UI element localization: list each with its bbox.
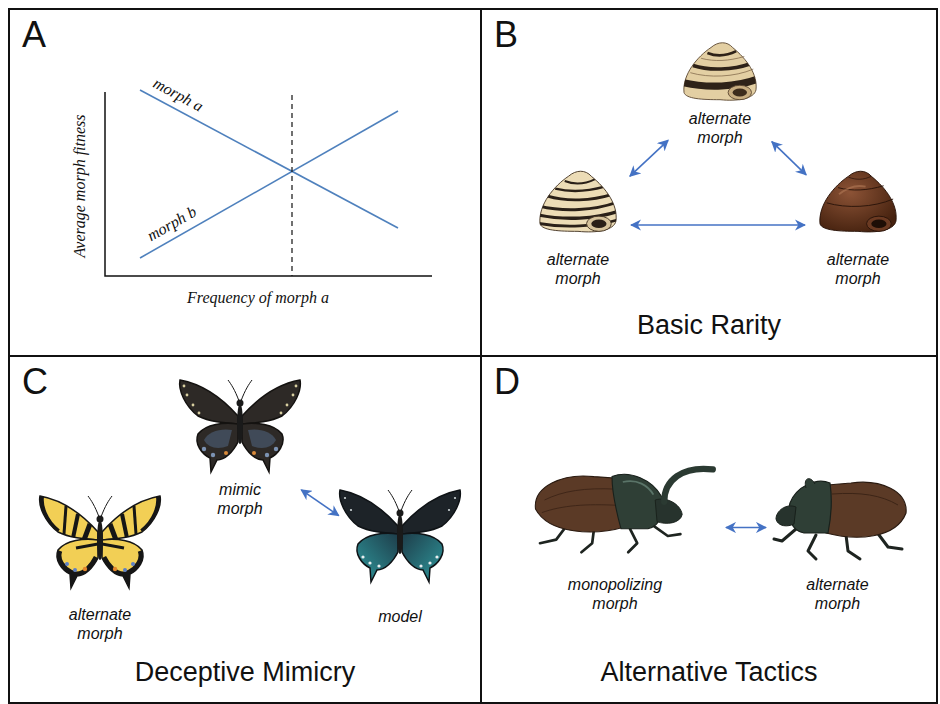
organism-figure: alternate morph bbox=[529, 160, 627, 290]
beetle-part-part bbox=[628, 529, 637, 552]
panel-box: D Alternative Tactics monopolizing morph al… bbox=[480, 355, 938, 704]
panel-box: B Basic Rarity alternate morph alternate mo… bbox=[480, 8, 938, 357]
double-arrow bbox=[726, 527, 766, 529]
organism-label: mimic morph bbox=[200, 480, 280, 518]
butterfly bbox=[180, 380, 301, 472]
snail-shell-part-part bbox=[535, 210, 621, 218]
organism-figure: model bbox=[342, 488, 458, 628]
snail-shell bbox=[535, 171, 621, 232]
organism-figure: alternate morph bbox=[809, 160, 907, 290]
snail-shell-part bbox=[591, 219, 606, 228]
organism-figure: monopolizing morph bbox=[508, 440, 722, 615]
snail-shell-part bbox=[871, 219, 886, 228]
beetle bbox=[535, 469, 712, 552]
organism-label: alternate morph bbox=[675, 109, 765, 147]
butterfly-part bbox=[88, 496, 112, 560]
beetle-part bbox=[776, 506, 796, 526]
beetle-part-part bbox=[653, 525, 681, 536]
organism-label: model bbox=[355, 607, 445, 626]
snail-shell-part bbox=[701, 57, 744, 61]
snail-shell-part-part bbox=[548, 194, 613, 200]
panel-letter: D bbox=[494, 361, 520, 402]
butterfly-part bbox=[402, 490, 460, 582]
line-label: morph b bbox=[144, 203, 200, 246]
equilibrium-line bbox=[291, 95, 292, 276]
beetle-part bbox=[542, 505, 619, 513]
beetle-part bbox=[805, 479, 815, 488]
butterfly-part bbox=[180, 380, 238, 472]
double-arrow bbox=[772, 142, 806, 175]
graph-axes bbox=[105, 92, 432, 276]
panel-title: Alternative Tactics bbox=[482, 656, 936, 688]
snail-shell-part bbox=[867, 216, 892, 231]
organism-figure: alternate morph bbox=[671, 34, 769, 149]
snail-shell-part-part bbox=[555, 187, 604, 191]
snail-shell-part bbox=[587, 216, 612, 231]
snail-shell-part-part bbox=[707, 51, 736, 55]
organism-label: alternate morph bbox=[813, 250, 903, 288]
panel-letter: B bbox=[494, 14, 518, 55]
panel-box: A bbox=[8, 8, 482, 357]
organism-label: alternate morph bbox=[533, 250, 623, 288]
snail-shell-part bbox=[684, 43, 756, 100]
butterfly-part bbox=[242, 380, 300, 472]
double-arrow bbox=[630, 140, 668, 176]
axis-title: Average morph fitness bbox=[71, 114, 89, 257]
organism-label: alternate morph bbox=[793, 575, 883, 613]
snail-shell bbox=[820, 171, 896, 232]
organism-figure: alternate morph bbox=[40, 490, 160, 645]
snail-shell-part bbox=[728, 85, 751, 99]
snail-shell-part-part bbox=[680, 78, 761, 86]
beetle-part-part bbox=[808, 535, 816, 559]
fitness-line bbox=[140, 90, 398, 228]
organism-figure: alternate morph bbox=[770, 440, 905, 615]
beetle-part bbox=[832, 493, 898, 505]
snail-shell-part bbox=[827, 199, 894, 206]
snail-shell-part bbox=[690, 69, 753, 76]
butterfly-part bbox=[102, 494, 161, 588]
panel-box: C Deceptive Mimicry alternate morph mimic m… bbox=[8, 355, 482, 704]
panel-letter: C bbox=[22, 361, 48, 402]
double-arrow bbox=[301, 490, 338, 516]
organism-label: alternate morph bbox=[55, 605, 145, 643]
snail-shell-part bbox=[540, 171, 616, 232]
panel-title: Basic Rarity bbox=[482, 309, 936, 341]
butterfly bbox=[39, 494, 160, 588]
beetle-part bbox=[535, 476, 624, 532]
butterfly-part bbox=[388, 490, 412, 554]
panel-letter: A bbox=[22, 14, 46, 55]
organism-figure: mimic morph bbox=[182, 375, 298, 520]
beetle-part bbox=[664, 469, 713, 502]
snail-shell-part-part bbox=[538, 202, 618, 210]
butterfly-part bbox=[39, 494, 98, 588]
line-label: morph a bbox=[150, 74, 206, 116]
snail-shell-part bbox=[733, 88, 747, 96]
snail-shell-part bbox=[680, 51, 761, 86]
fitness-graph bbox=[105, 90, 432, 276]
snail-shell bbox=[680, 43, 761, 100]
beetle-part-part bbox=[774, 529, 796, 541]
beetle bbox=[774, 479, 906, 559]
snail-shell-part-part bbox=[565, 179, 595, 183]
butterfly-part bbox=[228, 380, 252, 444]
snail-shell-part bbox=[839, 186, 866, 194]
beetle-part bbox=[655, 499, 682, 523]
snail-shell-part bbox=[849, 176, 872, 179]
beetle-part bbox=[545, 489, 617, 500]
snail-shell-part bbox=[820, 171, 896, 232]
organism-label: monopolizing morph bbox=[560, 575, 670, 613]
fitness-line bbox=[140, 111, 398, 258]
beetle-part-part bbox=[846, 535, 860, 559]
snail-shell-part-part bbox=[693, 64, 751, 69]
axis-title: Frequency of morph a bbox=[187, 289, 329, 307]
double-arrow bbox=[631, 224, 805, 226]
panel-title: Deceptive Mimicry bbox=[10, 656, 480, 688]
butterfly-part bbox=[340, 490, 398, 582]
butterfly bbox=[340, 490, 461, 582]
beetle-part bbox=[826, 482, 906, 537]
beetle-part bbox=[623, 481, 654, 495]
